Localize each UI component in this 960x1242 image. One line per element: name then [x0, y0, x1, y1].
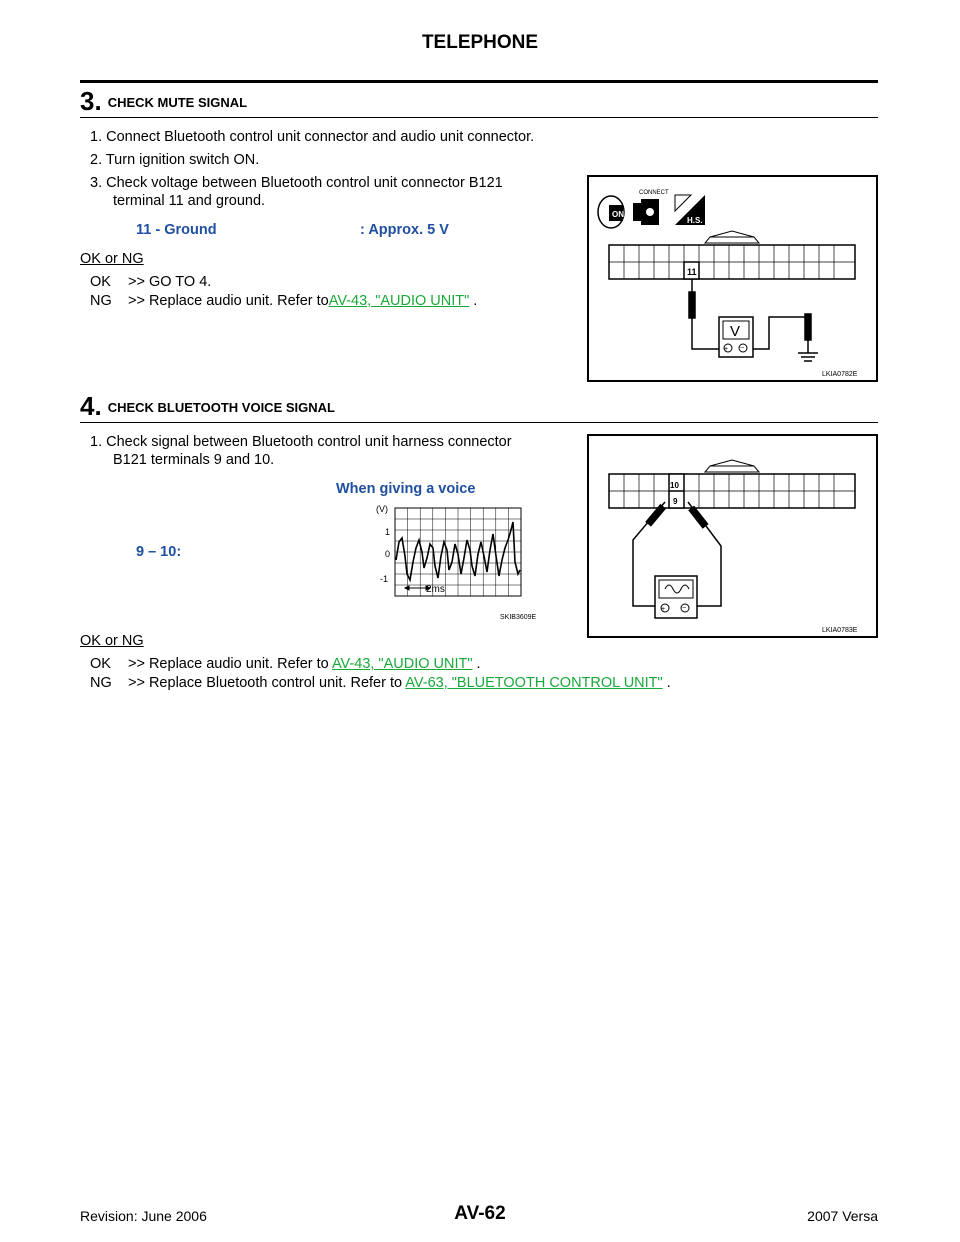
step-3-number: 3.: [80, 86, 102, 116]
svg-text:SKIB3609E: SKIB3609E: [500, 614, 537, 621]
spec-value: : Approx. 5 V: [360, 222, 449, 238]
voltmeter-icon: + −: [718, 316, 754, 358]
step-4-item-1b: B121 terminals 9 and 10.: [113, 452, 275, 468]
header-rule: [80, 80, 878, 83]
footer-model: 2007 Versa: [807, 1208, 878, 1224]
step-3-item-2: 2. Turn ignition switch ON.: [90, 152, 260, 168]
step-3-title: CHECK MUTE SIGNAL: [107, 95, 248, 110]
step-3-ok-row: OK >> GO TO 4.: [90, 273, 211, 292]
ok-text: >> Replace audio unit. Refer to: [128, 656, 332, 672]
svg-text:2ms: 2ms: [426, 584, 445, 595]
ignition-key-icon: [597, 195, 625, 229]
step-4-item-1: 1. Check signal between Bluetooth contro…: [90, 434, 512, 450]
step-3-rule: [80, 117, 878, 118]
step-4-title: CHECK BLUETOOTH VOICE SIGNAL: [107, 400, 335, 415]
connector-face: [608, 230, 856, 280]
oscilloscope-meter-icon: + −: [654, 575, 698, 619]
step-4-heading: 4. CHECK BLUETOOTH VOICE SIGNAL: [80, 391, 335, 422]
ok-code: OK: [90, 656, 111, 672]
probe-wires: [688, 279, 818, 362]
ng-text: >> Replace audio unit. Refer to: [128, 293, 329, 309]
ng-code: NG: [90, 293, 112, 309]
ng-text: >> Replace Bluetooth control unit. Refer…: [128, 675, 406, 691]
step-3-item-3b: terminal 11 and ground.: [113, 193, 266, 209]
footer-revision: Revision: June 2006: [80, 1208, 207, 1224]
voltage-diagram: ON CONNECT H.S.: [597, 190, 858, 378]
step-3-ng-row: NG >> Replace audio unit. Refer toAV-43, …: [90, 293, 478, 309]
step-4-ok-row: OK >> Replace audio unit. Refer to AV-43,…: [90, 656, 481, 672]
figure-voice-signal-check: 10 9 + − LKIA0783E: [587, 434, 878, 638]
svg-text:H.S.: H.S.: [687, 216, 703, 225]
svg-text:LKIA0783E: LKIA0783E: [822, 627, 858, 634]
step-3-heading: 3. CHECK MUTE SIGNAL: [80, 86, 247, 117]
svg-text:(V): (V): [376, 504, 388, 514]
ng-code: NG: [90, 675, 112, 691]
svg-text:ON: ON: [612, 210, 624, 219]
voice-signal-diagram: 10 9 + − LKIA0783E: [608, 459, 858, 634]
step-3-ok-ng: OK or NG: [80, 251, 144, 267]
svg-text:0: 0: [385, 549, 390, 559]
svg-text:+: +: [724, 346, 728, 353]
svg-text:9: 9: [673, 497, 678, 506]
step-4-number: 4.: [80, 391, 102, 421]
svg-text:1: 1: [385, 527, 390, 537]
footer-page-number: AV-62: [454, 1203, 506, 1224]
step-4-rule: [80, 422, 878, 423]
step-3-item-1: 1. Connect Bluetooth control unit connec…: [90, 129, 535, 145]
figure-voltage-check: ON CONNECT H.S.: [587, 175, 878, 382]
spec-terminal: 11 - Ground: [136, 222, 217, 238]
connector-face: [608, 459, 856, 509]
oscilloscope-waveform: (V) 1 0 -1 2ms SKIB3609E: [376, 504, 537, 621]
voice-label: When giving a voice: [336, 481, 476, 497]
step-4-ok-ng: OK or NG: [80, 633, 144, 649]
audio-unit-link[interactable]: AV-43, "AUDIO UNIT": [331, 656, 473, 672]
ok-text: >> GO TO 4.: [128, 274, 212, 290]
harness-side-icon: [674, 194, 705, 225]
svg-text:10: 10: [670, 481, 679, 490]
probe-wires: [632, 501, 722, 607]
audio-unit-link[interactable]: AV-43, "AUDIO UNIT": [328, 293, 470, 309]
ok-code: OK: [90, 274, 111, 290]
step-3-item-3: 3. Check voltage between Bluetooth contr…: [90, 175, 503, 191]
connector-icon: [633, 199, 659, 225]
svg-text:+: +: [661, 606, 665, 613]
svg-text:LKIA0782E: LKIA0782E: [822, 371, 858, 378]
svg-text:V: V: [730, 323, 740, 340]
svg-text:CONNECT: CONNECT: [639, 190, 669, 196]
terminals-label: 9 – 10:: [136, 544, 182, 560]
bluetooth-control-unit-link[interactable]: AV-63, "BLUETOOTH CONTROL UNIT": [405, 675, 663, 691]
svg-text:-1: -1: [380, 574, 388, 584]
svg-text:−: −: [682, 605, 686, 612]
step-4-ng-row: NG >> Replace Bluetooth control unit. Ref…: [90, 675, 671, 691]
svg-text:11: 11: [687, 267, 697, 277]
page-title: TELEPHONE: [421, 32, 539, 53]
svg-text:−: −: [740, 345, 744, 352]
